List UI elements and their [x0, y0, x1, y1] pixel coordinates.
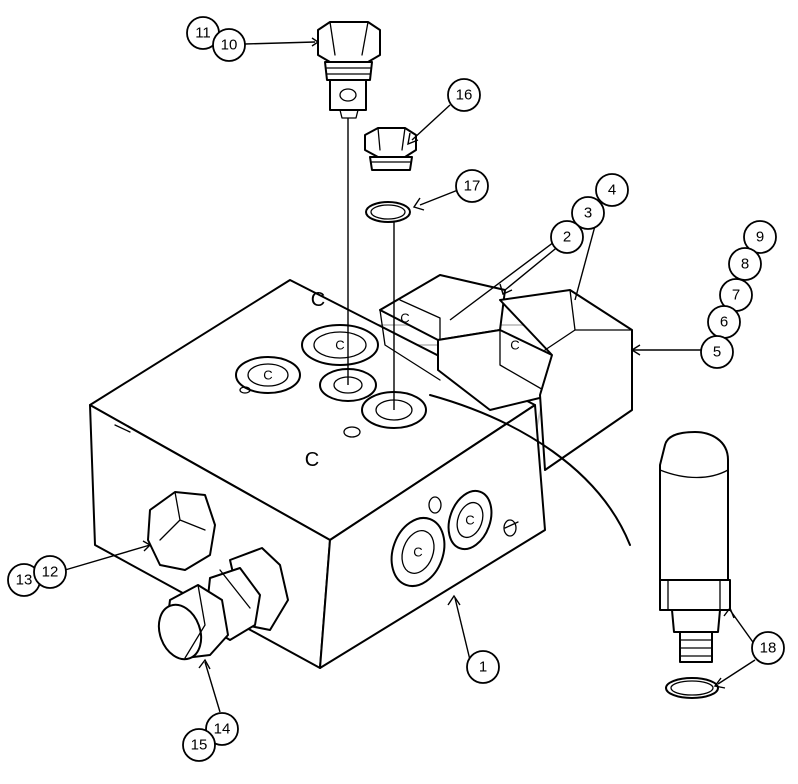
callout-4: 4: [595, 173, 629, 207]
callout-18: 18: [751, 631, 785, 665]
solenoid-cartridge-icon: [659, 431, 731, 663]
port-letter-top-left: C: [311, 289, 325, 311]
callout-label-11: 11: [195, 25, 211, 42]
callout-3: 3: [571, 196, 605, 230]
callout-label-9: 9: [756, 229, 764, 246]
port-letter-cart-b: C: [263, 368, 272, 383]
callout-label-1: 1: [479, 659, 487, 676]
callout-label-12: 12: [42, 564, 59, 581]
wire-icon: [429, 394, 631, 546]
callout-17: 17: [455, 169, 489, 203]
callout-label-16: 16: [456, 87, 473, 104]
callout-label-2: 2: [563, 229, 571, 246]
callout-label-3: 3: [584, 205, 592, 222]
hex-plug-icon: [364, 127, 417, 171]
callout-label-14: 14: [214, 721, 231, 738]
stacked-section-icon: C C: [379, 274, 633, 471]
relief-cartridge-icon: [317, 21, 381, 385]
callout-label-15: 15: [191, 737, 208, 754]
callout-label-13: 13: [16, 572, 33, 589]
port-letter-top-center: C: [305, 449, 319, 471]
callout-label-8: 8: [741, 256, 749, 273]
callout-14: 14: [205, 712, 239, 746]
callout-label-7: 7: [732, 287, 740, 304]
callout-label-6: 6: [720, 314, 728, 331]
callout-label-10: 10: [221, 37, 238, 54]
callout-2: 2: [550, 220, 584, 254]
callout-8: 8: [728, 247, 762, 281]
port-letter-rear: C: [400, 311, 409, 326]
hose-fitting-icon: [157, 547, 289, 661]
port-letter-cart-a: C: [335, 338, 344, 353]
callout-13: 13: [7, 563, 41, 597]
callout-12: 12: [33, 555, 67, 589]
callout-16: 16: [447, 78, 481, 112]
callout-label-18: 18: [760, 640, 777, 657]
callout-9: 9: [743, 220, 777, 254]
o-ring-icon: [365, 201, 411, 410]
o-ring-lower-icon: [665, 677, 719, 699]
callout-label-5: 5: [713, 344, 721, 361]
port-letter-front: C: [510, 338, 519, 353]
side-ports: C C: [390, 489, 517, 587]
hex-plug-side-icon: [147, 491, 216, 571]
callout-label-4: 4: [608, 182, 616, 199]
port-letter-side-large: C: [413, 545, 422, 560]
callout-5: 5: [700, 335, 734, 369]
callout-10: 10: [212, 28, 246, 62]
callout-15: 15: [182, 728, 216, 762]
callout-6: 6: [707, 305, 741, 339]
callout-label-17: 17: [464, 178, 481, 195]
callout-1: 1: [466, 650, 500, 684]
port-letter-side-small: C: [465, 513, 474, 528]
